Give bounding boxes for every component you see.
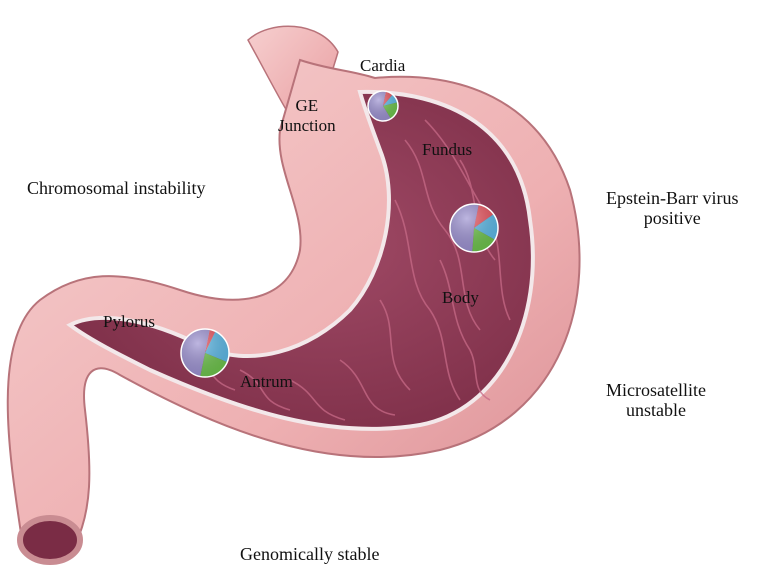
subtype-chromosomal-instability: Chromosomal instability <box>27 178 206 198</box>
pie-antrum <box>181 329 229 377</box>
pie-rim-antrum <box>181 329 229 377</box>
label-ge-junction: GE Junction <box>278 96 336 136</box>
label-body: Body <box>442 288 479 308</box>
subtype-genomically-stable: Genomically stable <box>240 544 379 564</box>
pie-rim-cardia <box>368 91 398 121</box>
subtype-microsatellite-unstable: Microsatellite unstable <box>606 380 706 420</box>
pie-body <box>450 204 498 252</box>
label-fundus: Fundus <box>422 140 472 160</box>
label-pylorus: Pylorus <box>103 312 155 332</box>
duodenum-opening <box>20 518 80 562</box>
pie-rim-body <box>450 204 498 252</box>
label-antrum: Antrum <box>240 372 293 392</box>
label-cardia: Cardia <box>360 56 405 76</box>
subtype-ebv-positive: Epstein-Barr virus positive <box>606 188 738 228</box>
pie-cardia <box>368 91 398 121</box>
